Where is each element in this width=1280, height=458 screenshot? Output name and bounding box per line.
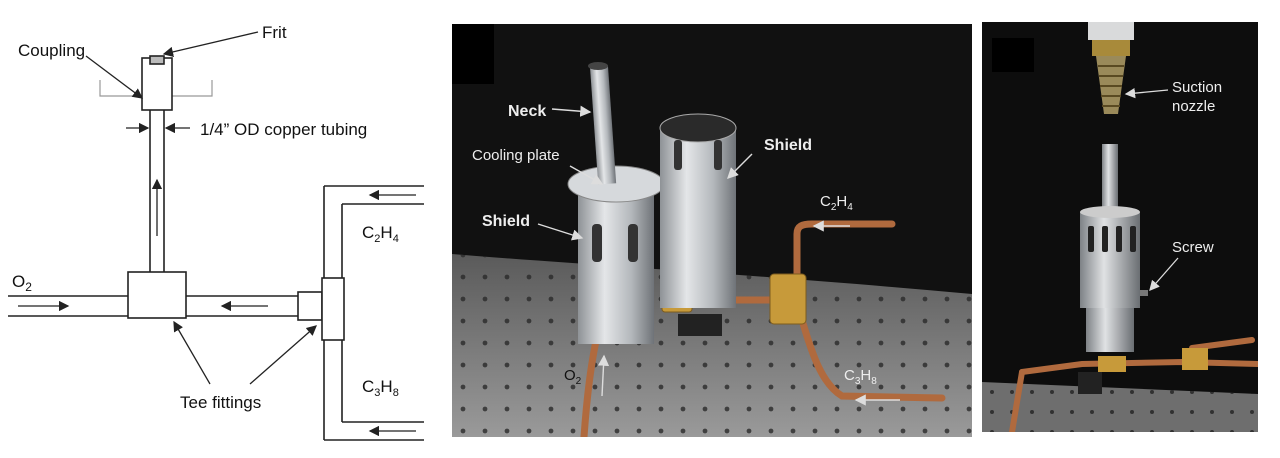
photo-assembly: Neck Cooling plate Shield Shield C2H4 C3… (452, 24, 972, 441)
coupling-callout (85, 55, 144, 99)
tee-callout-right (249, 325, 317, 385)
photo-assembly-svg: Neck Cooling plate Shield Shield C2H4 C3… (452, 24, 972, 441)
cooling-plate-callout (569, 165, 604, 185)
shield-left-callout (537, 223, 584, 241)
label-neck: Neck (508, 103, 546, 120)
label-c2h4-photo: C2H4 (820, 193, 853, 213)
nozzle-nut (1092, 40, 1130, 56)
brass-fitting-2 (1098, 356, 1126, 372)
shield-right-callout (727, 153, 753, 179)
neck-tube (589, 65, 617, 185)
label-shield-left: Shield (482, 213, 530, 230)
black-corner (452, 24, 494, 84)
copper-tubing-2 (1009, 337, 1261, 435)
photo-suction-nozzle: Suction nozzle Screw (982, 22, 1261, 435)
label-tee-fittings: Tee fittings (180, 393, 261, 412)
photo-suction-svg: Suction nozzle Screw (982, 22, 1261, 435)
tee-callout-left (173, 320, 211, 385)
label-frit: Frit (262, 23, 287, 42)
label-o2-photo: O2 (564, 367, 582, 387)
label-tubing: 1/4” OD copper tubing (200, 120, 367, 139)
right-shield-opening (659, 113, 737, 143)
frit-callout (162, 31, 259, 57)
brass-tee-2 (1182, 348, 1208, 370)
label-c3h8: C3H8 (362, 377, 399, 399)
tee-fitting-left (127, 271, 187, 319)
burner-neck (1102, 144, 1118, 216)
tee-fitting-right-stub (297, 291, 323, 321)
coupling-shape (141, 57, 173, 111)
clamp-block-2 (1078, 372, 1102, 394)
label-o2: O2 (12, 272, 32, 294)
label-c2h4: C2H4 (362, 223, 399, 245)
label-coupling: Coupling (18, 41, 85, 60)
suction-nozzle-callout (1124, 87, 1169, 99)
black-corner-2 (992, 38, 1034, 72)
left-shield-body (578, 184, 654, 344)
label-screw: Screw (1172, 239, 1214, 256)
right-shield-body (660, 128, 736, 308)
label-suction-nozzle: Suction nozzle (1172, 79, 1226, 115)
schematic-svg: Frit Coupling 1/4” OD copper tubing O2 C… (8, 23, 424, 441)
frit-shape (149, 55, 165, 65)
screw-callout (1149, 257, 1179, 291)
brass-tee (769, 273, 807, 325)
label-shield-right: Shield (764, 137, 812, 154)
burner-base (1086, 308, 1134, 352)
cooling-plate-shape (567, 165, 665, 203)
nozzle-mount (1088, 22, 1134, 40)
neck-callout (551, 105, 592, 117)
clamp-block (678, 314, 722, 336)
label-c3h8-photo: C3H8 (844, 367, 877, 387)
schematic-diagram: Frit Coupling 1/4” OD copper tubing O2 C… (0, 0, 440, 453)
o2-photo-arrow (597, 354, 610, 397)
label-cooling-plate: Cooling plate (472, 147, 560, 164)
screw-shape (1140, 290, 1148, 296)
tee-fitting-right (321, 277, 345, 341)
